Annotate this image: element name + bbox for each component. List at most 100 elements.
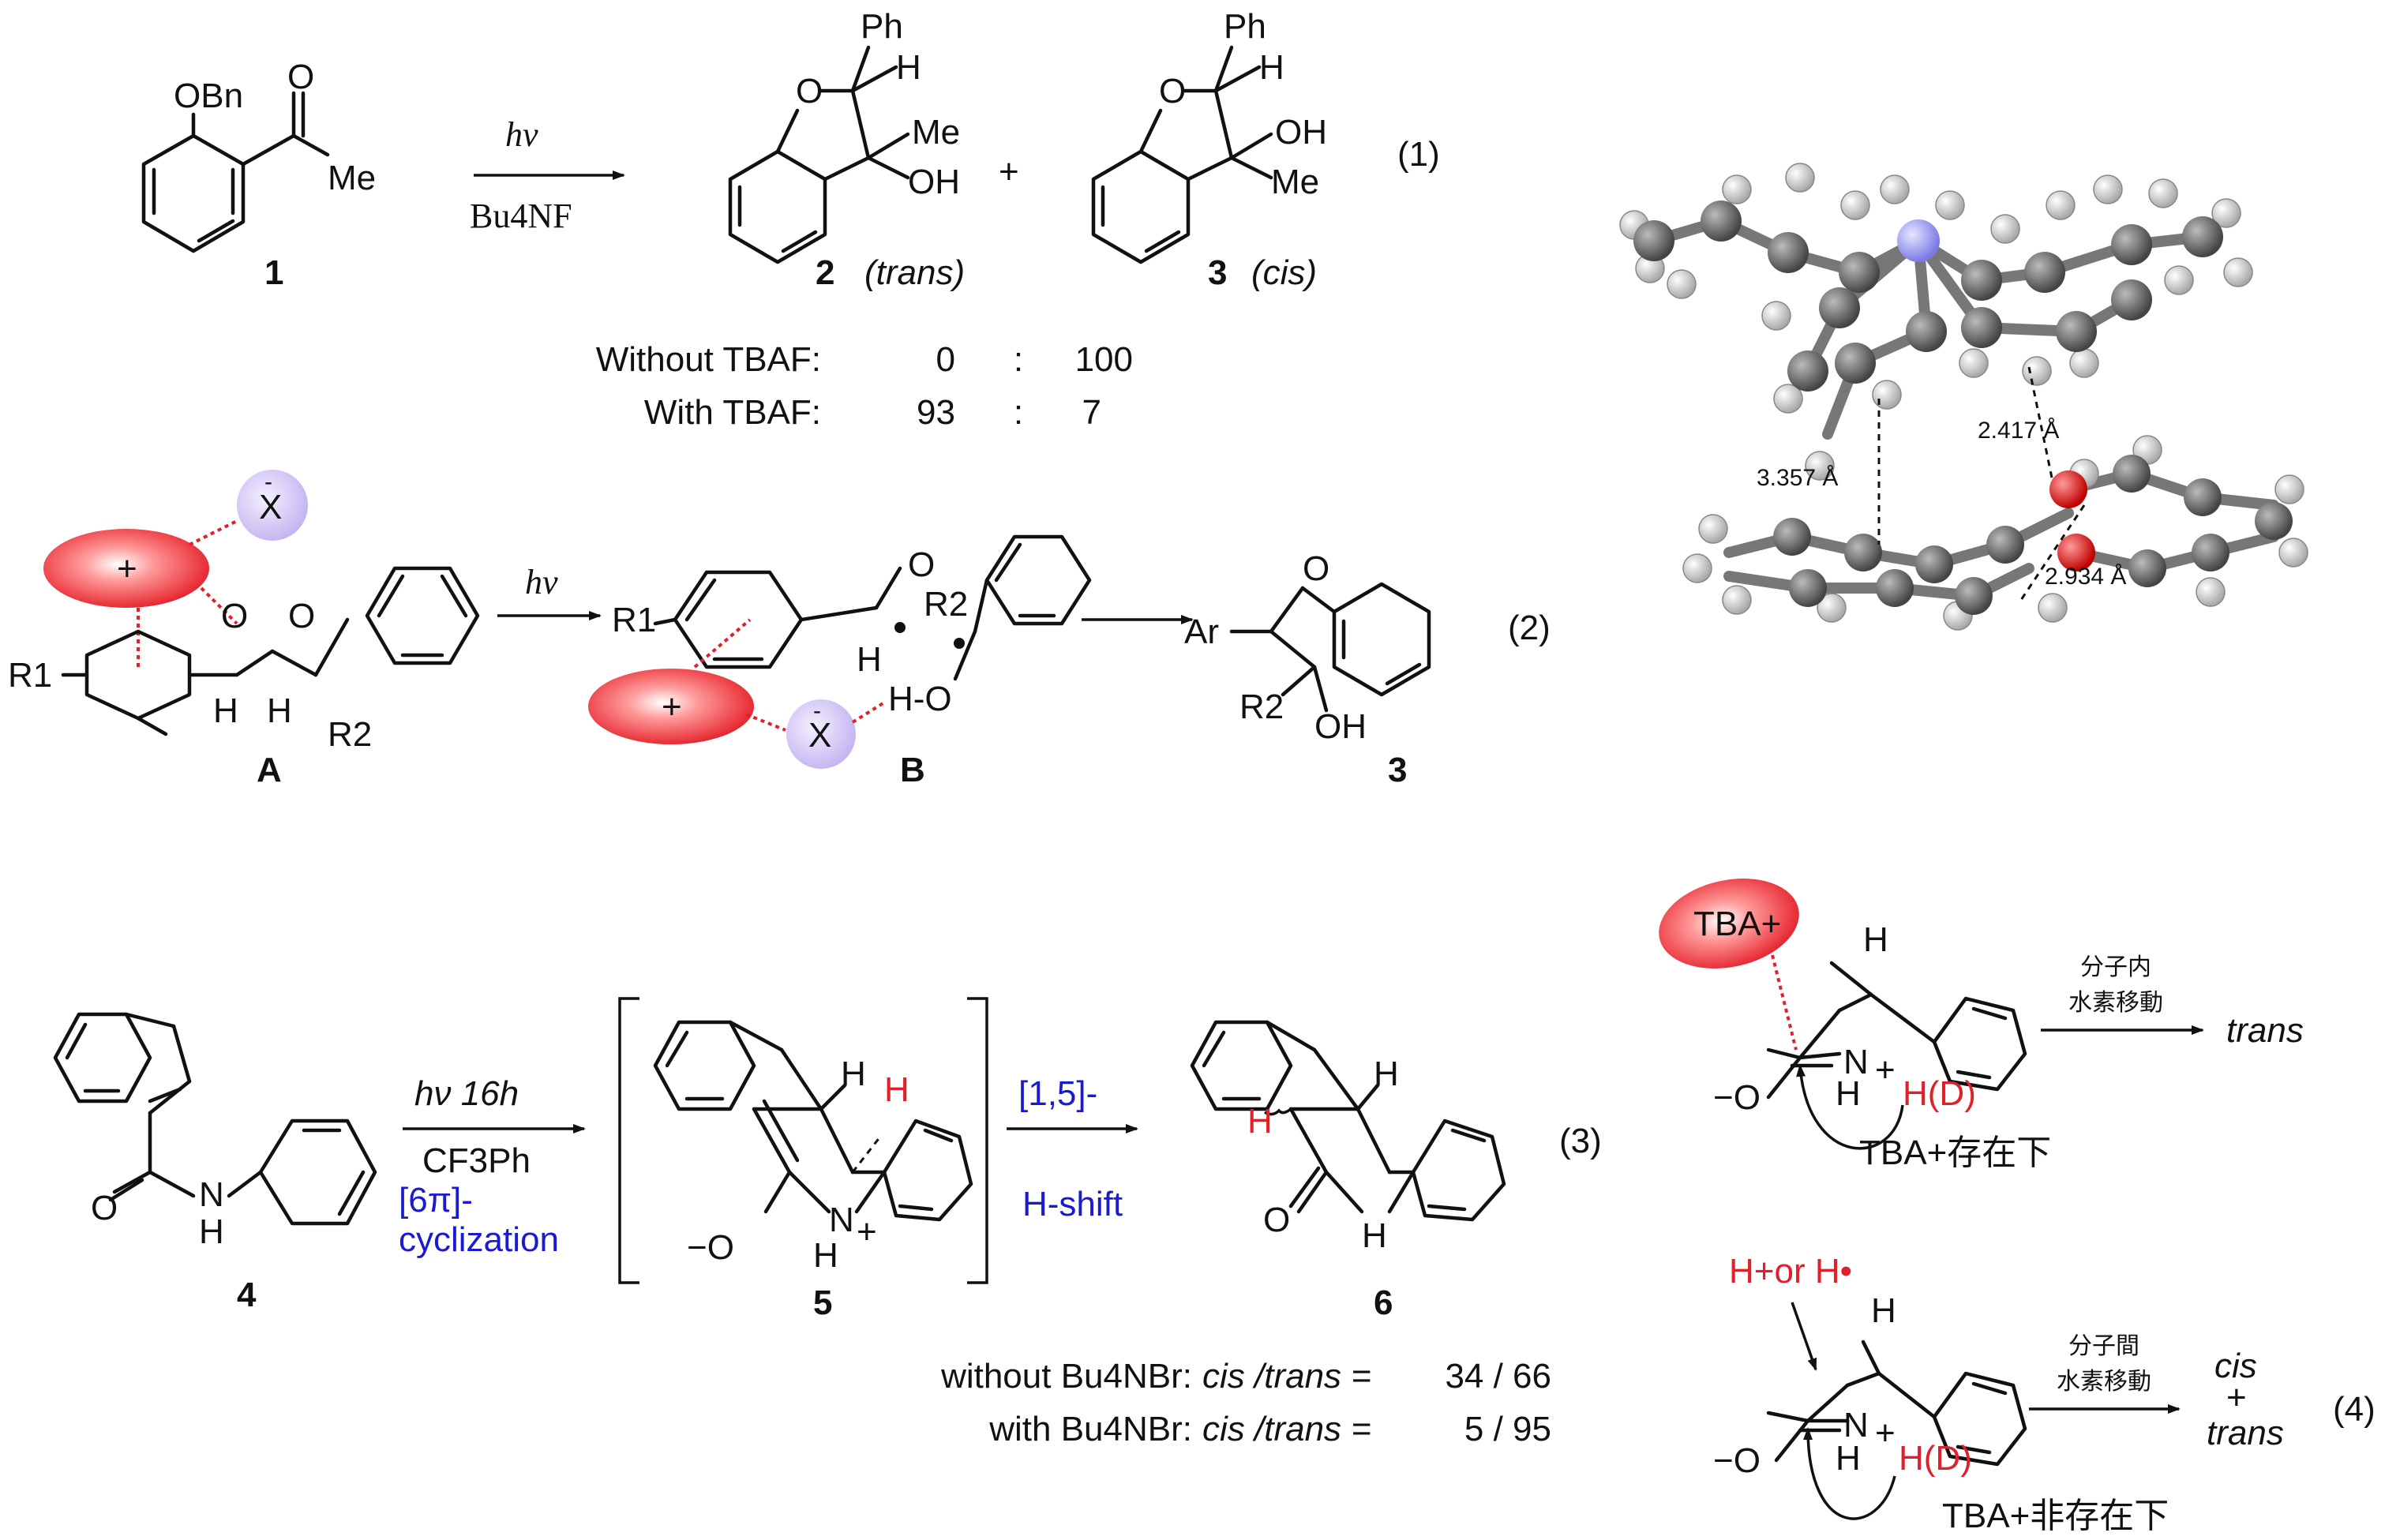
ratio-row-2-cis: 7 <box>1082 393 1101 432</box>
methyl-label: Me <box>912 113 960 152</box>
ring-oxygen-label: O <box>1303 549 1329 588</box>
ether-oxygen-label: O <box>288 597 315 635</box>
carbonyl-oxygen-label: O <box>287 58 314 96</box>
compound-2-structure: O Ph H Me OH 2 (trans) <box>728 7 965 292</box>
ratio-row-1-separator: : <box>1014 340 1023 379</box>
nitrogen-label: N <box>199 1175 224 1214</box>
compound-6-number: 6 <box>1374 1283 1393 1322</box>
equation-2: + X - R1 O O H H R2 A <box>8 469 1551 789</box>
r1-label: R1 <box>612 601 656 639</box>
ratio-row-2-label: With TBAF: <box>644 393 821 432</box>
tba-present-scheme: TBA+ H −O N H + H(D) 分子内 水素移動 trans TBA+… <box>1659 879 2304 1172</box>
ring-oxygen-label: O <box>908 545 935 584</box>
equation-1-number: (1) <box>1397 135 1440 174</box>
equation-3-number: (3) <box>1559 1122 1602 1160</box>
reaction-arrow-3a: hν 16h CF3Ph [6π]- cyclization <box>399 1074 586 1259</box>
cation-charge: + <box>662 688 682 726</box>
shift-note-2: H-shift <box>1022 1185 1123 1223</box>
hydrogen-label: H <box>841 1055 866 1093</box>
ring-oxygen-label: O <box>796 72 823 111</box>
compound-3-structure: O Ph H OH Me 3 (cis) <box>1091 7 1327 292</box>
compound-3-number: 3 <box>1388 751 1407 789</box>
nh-hydrogen-label: H <box>1836 1439 1861 1478</box>
iminium-charge: + <box>857 1212 877 1251</box>
light-label: hν <box>525 563 558 601</box>
compound-3-product: O Ar R2 OH 3 <box>1184 549 1431 789</box>
intermediate-a-structure: + X - R1 O O H H R2 A <box>8 469 480 789</box>
hydroxyl-label: OH <box>1275 113 1327 152</box>
trans-result: trans <box>2207 1414 2284 1452</box>
compound-2-number: 2 <box>816 253 834 292</box>
distance-label-2: 2.417 Å <box>1978 418 2059 444</box>
solvent-label: CF3Ph <box>422 1141 531 1180</box>
compound-4-structure: O N H 4 <box>53 1012 377 1314</box>
reaction-arrow-3b: [1,5]- H-shift <box>1007 1074 1138 1223</box>
equation-2-number: (2) <box>1508 609 1551 647</box>
enolate-oxygen-label: −O <box>1713 1441 1761 1480</box>
ratio-row-1-label: Without TBAF: <box>596 340 821 379</box>
enolate-oxygen-label: −O <box>1713 1078 1761 1117</box>
hydrogen-transfer-label: 水素移動 <box>2068 990 2163 1016</box>
external-h-source-label: H+or H• <box>1729 1252 1852 1291</box>
light-time-label: hν 16h <box>414 1074 519 1113</box>
distance-label-3: 2.934 Å <box>2045 564 2126 590</box>
phenyl-label: Ph <box>861 7 903 46</box>
equation-1: OBn O Me 1 hν Bu4NF O Ph H Me <box>141 7 1440 432</box>
plus-sign: + <box>999 152 1019 191</box>
anion-sphere <box>237 470 308 541</box>
cation-charge: + <box>117 549 137 588</box>
migrated-hydrogen-label: H <box>1247 1102 1273 1141</box>
nh-hydrogen-label: H <box>813 1236 838 1275</box>
tba-cation-ellipse <box>1659 879 1799 969</box>
hydroxyl-label: OH <box>1314 707 1367 746</box>
anion-charge: - <box>813 698 821 724</box>
equation-4-number: (4) <box>2333 1390 2376 1429</box>
cis-result: cis <box>2214 1347 2257 1385</box>
intermediate-b-label: B <box>900 751 925 789</box>
iminium-charge: + <box>1875 1051 1896 1089</box>
nitrogen-atom <box>1897 219 1940 262</box>
plus-sign: + <box>2226 1378 2247 1417</box>
intermediate-b-structure: R1 O R2 H H-O + X - B <box>588 534 1092 789</box>
phenyl-label: Ph <box>1224 7 1266 46</box>
nh-hydrogen-label: H <box>1362 1216 1387 1255</box>
ring-oxygen-label: O <box>1159 72 1186 111</box>
hydrogen-label-2: H <box>267 691 292 730</box>
aryl-label: Ar <box>1184 613 1219 651</box>
intermediate-5-number: 5 <box>813 1283 832 1322</box>
cis-descriptor: (cis) <box>1251 253 1317 292</box>
anion-label: X <box>808 716 831 755</box>
cation-ellipse <box>43 529 209 608</box>
compound-1-number: 1 <box>264 253 283 292</box>
result-row-1-condition: without Bu4NBr: <box>940 1357 1192 1396</box>
iminium-charge: + <box>1875 1414 1896 1452</box>
ratio-row-2-trans: 93 <box>917 393 955 432</box>
ratio-table: Without TBAF: 0 : 100 With TBAF: 93 : 7 <box>596 340 1133 432</box>
hd-label: H(D) <box>1903 1074 1976 1113</box>
result-row-1-value: 34 / 66 <box>1445 1357 1551 1396</box>
enolate-oxygen-label: −O <box>687 1228 734 1267</box>
trans-descriptor: (trans) <box>864 253 965 292</box>
r1-label: R1 <box>8 656 52 695</box>
light-label: hν <box>505 115 538 154</box>
nh-hydrogen-label: H <box>199 1212 224 1251</box>
intermolecular-label: 分子間 <box>2068 1333 2139 1359</box>
hydrogen-label: H <box>213 691 238 730</box>
hydrogen-label: H <box>1374 1055 1399 1093</box>
cation-ellipse <box>588 669 754 744</box>
result-row-2-condition: with Bu4NBr: <box>988 1410 1192 1448</box>
intramolecular-label: 分子内 <box>2080 954 2151 980</box>
reaction-arrow-2a: hν <box>497 563 602 620</box>
nitrogen-label: N <box>1843 1406 1869 1444</box>
oxygen-atom-upper <box>2049 470 2087 508</box>
stereoselectivity-results: without Bu4NBr: cis /trans = 34 / 66 wit… <box>940 1357 1551 1448</box>
anion-label: X <box>259 488 282 526</box>
methyl-label: Me <box>1271 163 1319 201</box>
cyclization-note-2: cyclization <box>399 1220 559 1259</box>
hydrogen-label: H <box>896 48 921 87</box>
equation-4: H+or H• H −O N H + H(D) 分子間 水素移動 cis + t… <box>1713 1252 2376 1535</box>
cyclization-note-1: [6π]- <box>399 1181 473 1220</box>
shift-note-1: [1,5]- <box>1018 1074 1097 1113</box>
equation-3: O N H 4 hν 16h CF3Ph [6π]- cyclization <box>53 997 1602 1448</box>
